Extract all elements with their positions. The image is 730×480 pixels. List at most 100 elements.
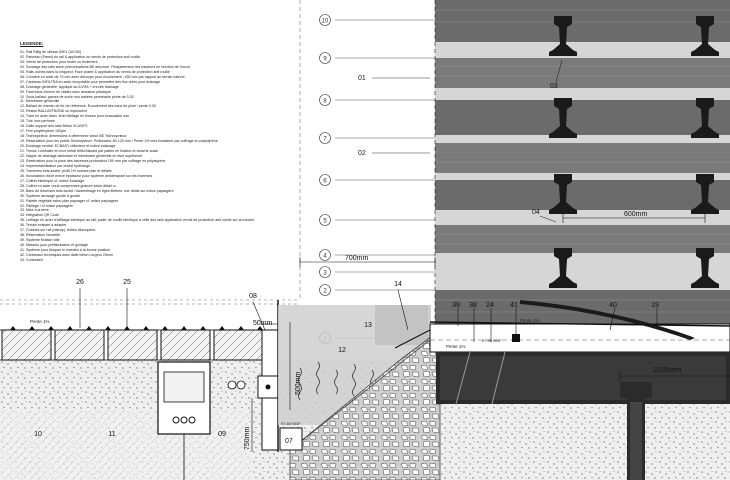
legend-item: 17. Film polyéthylène 150µm [20, 129, 67, 134]
level-tag: 2 [319, 284, 435, 296]
section-view: 500mm [0, 299, 730, 480]
legend-item: 14. Tube en acier diam. 4mm filetage en … [20, 114, 130, 119]
sleeper [107, 329, 158, 361]
legend-title: LEGENDE: [20, 41, 44, 46]
rail-band [435, 0, 730, 42]
legend-item: 16. Dalle support des rails Béton XC4/XF… [20, 124, 88, 129]
drain-marker [143, 326, 149, 330]
legend-item: 33. Mise à la terre [20, 208, 49, 213]
legend-item: 32. Paillage / cf notice paysagère [20, 203, 73, 208]
callout-07: 07 [285, 438, 293, 445]
level-tag-label: 4 [323, 253, 327, 259]
callout-number: 26 [76, 279, 84, 286]
callout-number: 25 [123, 279, 131, 286]
callout-number: 12 [338, 347, 346, 354]
level-tag: 7 [319, 132, 435, 144]
callout-number: 19 [651, 302, 659, 309]
dim-600: 600mm [624, 211, 648, 218]
legend-panel: LEGENDE: 01. Rail Rillig de vitesse 60E1… [20, 41, 285, 263]
slope-right: Pente 1% [520, 318, 540, 323]
dim-750: 750mm [244, 426, 251, 450]
sleeper [213, 329, 264, 361]
legend-item: 25. Traverses bois azobé: profil 1% suiv… [20, 168, 112, 173]
legend-item: 38. Réservation Nouvelle [20, 233, 61, 238]
legend-item: 08. Drainage géotextile, appliqué au ILV… [20, 84, 119, 89]
legend-item: 28. Coffret en acier noué comprenant gra… [20, 183, 117, 188]
legend-item: 05. Rails usinés dans la longueur. Face … [20, 69, 170, 74]
callout-number: 14 [394, 281, 402, 288]
label-rail-b: 02 [358, 150, 366, 157]
leader-line [252, 301, 266, 331]
drain-marker [10, 326, 16, 330]
legend-item: 10. Sous-ballast: graves de socle non tr… [20, 94, 134, 99]
level-tag-label: 3 [323, 270, 327, 276]
legend-item: 34. Intégration QR Code [20, 213, 59, 218]
level-tag-label: 2 [323, 288, 327, 294]
legend-item: 39. Système fixation ville [20, 238, 60, 243]
level-tag-label: 9 [323, 56, 327, 62]
drain-marker [29, 326, 35, 330]
legend-item: 01. Rail Rillig de vitesse 60E1 (UIC60) [20, 49, 82, 54]
callout-number: 38 [469, 302, 477, 309]
legend-list: 01. Rail Rillig de vitesse 60E1 (UIC60)0… [20, 50, 285, 263]
callout-number: 08 [249, 293, 257, 300]
level-tag: 9 [319, 52, 435, 64]
legend-item: 06. Cornière en acier de 75 mm avec déco… [20, 74, 185, 79]
legend-item: 20. Éclairage central: ECBASY réflecteur… [20, 144, 116, 149]
callout-number: 41 [510, 302, 518, 309]
legend-item: 11. Membrane géotextile [20, 99, 60, 104]
drain-marker [181, 326, 187, 330]
rail-band-light [435, 143, 730, 173]
level-tag: 8 [319, 94, 435, 106]
drain-marker [219, 326, 225, 330]
label-weld: 04 [532, 209, 540, 216]
legend-item: 26. Incrustation d'une mince épaisseur p… [20, 173, 153, 178]
drain-marker [238, 326, 244, 330]
callout-number: 09 [218, 431, 226, 438]
drain-marker [200, 326, 206, 330]
drain-marker [257, 326, 263, 330]
conduit [236, 380, 246, 390]
ballast-stones [289, 329, 441, 480]
drain-marker [86, 326, 92, 330]
rail-band-light [435, 225, 730, 253]
legend-item: 41. Système pour bloquer le mandrin à la… [20, 248, 111, 253]
legend-item: 18. Technoprieux: dimensions à détermine… [20, 134, 127, 139]
legend-item: 30. Système arrosage goutte à goutte [20, 193, 81, 198]
conduit [227, 380, 237, 390]
level-tag-label: 7 [323, 136, 327, 142]
level-tag-label: 6 [323, 178, 327, 184]
level-tag: 5 [319, 214, 435, 226]
slope-left: Pente 1% [30, 319, 50, 324]
level-tag: 10 [319, 14, 435, 26]
callout-number: 40 [609, 302, 617, 309]
callout-number: 39 [452, 302, 460, 309]
legend-item: 02. Panneau (Panel) du rail & applicatio… [20, 54, 141, 59]
level-tag-label: 10 [322, 18, 329, 24]
dim-500: 500mm [295, 371, 302, 395]
sleeper [54, 329, 105, 361]
legend-item: 07. Caniveau INFILTRA en acier inoxydabl… [20, 79, 161, 84]
legend-item: 36. Terrain existant à adapter [20, 223, 67, 228]
sleeper [160, 329, 211, 361]
legend-item: 19. Réservation pour les profils Technop… [20, 139, 218, 144]
legend-item: 21. Tresse Luminaire en inox métal réflé… [20, 149, 159, 154]
legend-item: 27. Coffret électrique cf. notice éclair… [20, 178, 85, 183]
dim-700: 700mm [345, 255, 369, 262]
level-1: 97.50 NGF [482, 338, 502, 343]
legend-item: 23. Réservation pour la pose des travers… [20, 158, 166, 163]
callout-number: 11 [108, 431, 115, 438]
legend-item: 15. Tôle inox perforée [20, 119, 55, 124]
legend-item: 24. Imperméabilisation par enduit hydrof… [20, 163, 91, 168]
legend-item: 13. Résine BALLASTBOND ou équivalent [20, 109, 87, 114]
dim-2100: 2100mm [654, 367, 681, 374]
rail-band [435, 100, 730, 135]
legend-item: 04. Soudage des rails selon préconisatio… [20, 64, 191, 69]
leader-line [397, 289, 409, 331]
sleeper [1, 329, 52, 361]
drain-marker [48, 326, 54, 330]
box-07 [279, 427, 303, 451]
